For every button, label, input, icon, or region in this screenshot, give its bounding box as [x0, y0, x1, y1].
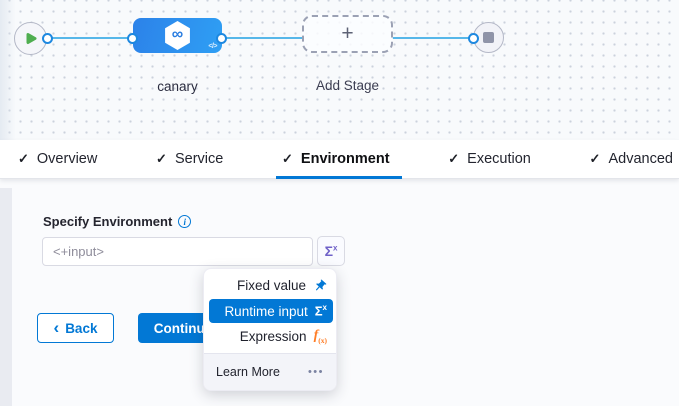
fx-icon: f(x) — [314, 329, 327, 344]
play-icon — [25, 32, 37, 45]
check-icon: ✓ — [448, 151, 459, 167]
deployment-hexagon-icon: ∞ — [164, 21, 191, 50]
add-stage-label: Add Stage — [300, 78, 395, 93]
learn-more-link[interactable]: Learn More — [216, 365, 280, 379]
pin-icon — [313, 279, 327, 293]
input-type-dropdown: Fixed value Runtime input Σx Expression … — [203, 268, 337, 391]
node-connector[interactable] — [127, 33, 138, 44]
specify-environment-text: Specify Environment — [43, 214, 172, 229]
tab-service[interactable]: ✓ Service — [156, 140, 223, 178]
menu-item-expression[interactable]: Expression f(x) — [204, 324, 336, 349]
pipeline-link — [221, 37, 304, 39]
check-icon: ✓ — [156, 151, 167, 167]
tab-advanced[interactable]: ✓ Advanced — [590, 140, 673, 178]
tab-execution[interactable]: ✓ Execution — [448, 140, 531, 178]
menu-item-fixed-value[interactable]: Fixed value — [204, 273, 336, 298]
stage-node-canary[interactable]: ∞ </> — [133, 18, 222, 53]
check-icon: ✓ — [590, 151, 601, 167]
tab-label: Service — [175, 151, 223, 167]
node-connector[interactable] — [216, 33, 227, 44]
runtime-input-type-button[interactable]: Σx — [317, 236, 345, 266]
back-button[interactable]: ‹ Back — [37, 313, 114, 343]
tab-label: Overview — [37, 151, 97, 167]
stop-icon — [483, 32, 494, 43]
tab-label: Environment — [301, 151, 390, 167]
info-icon[interactable]: i — [178, 215, 191, 228]
tab-environment[interactable]: ✓ Environment — [282, 140, 390, 178]
more-options-icon[interactable]: ••• — [308, 367, 324, 378]
pipeline-link — [392, 37, 471, 39]
check-icon: ✓ — [282, 151, 293, 167]
add-stage-button[interactable]: + — [302, 15, 393, 53]
menu-item-runtime-input[interactable]: Runtime input Σx — [209, 299, 333, 323]
dropdown-footer: Learn More ••• — [204, 353, 336, 390]
environment-input[interactable] — [42, 237, 313, 266]
infinity-icon: ∞ — [172, 27, 183, 43]
pipeline-canvas: ∞ </> + canary Add Stage — [0, 0, 679, 140]
menu-item-label: Expression — [240, 329, 307, 344]
input-type-menu: Fixed value Runtime input Σx Expression … — [204, 269, 336, 353]
tab-label: Execution — [467, 151, 531, 167]
check-icon: ✓ — [18, 151, 29, 167]
node-connector[interactable] — [42, 33, 53, 44]
menu-item-label: Runtime input — [224, 304, 307, 319]
plus-icon: + — [341, 23, 353, 44]
stage-name-label: canary — [133, 79, 222, 94]
sigma-icon: Σx — [315, 304, 327, 317]
sigma-icon: Σx — [325, 244, 338, 258]
tab-overview[interactable]: ✓ Overview — [18, 140, 97, 178]
node-connector[interactable] — [468, 33, 479, 44]
chevron-left-icon: ‹ — [54, 319, 60, 336]
code-icon: </> — [208, 43, 217, 50]
pipeline-link — [46, 37, 134, 39]
tab-label: Advanced — [608, 151, 673, 167]
back-label: Back — [65, 321, 97, 336]
stage-config-tabbar: ✓ Overview ✓ Service ✓ Environment ✓ Exe… — [0, 140, 679, 179]
menu-item-label: Fixed value — [237, 278, 306, 293]
specify-environment-label: Specify Environment i — [43, 214, 191, 229]
left-panel-strip — [0, 188, 12, 406]
